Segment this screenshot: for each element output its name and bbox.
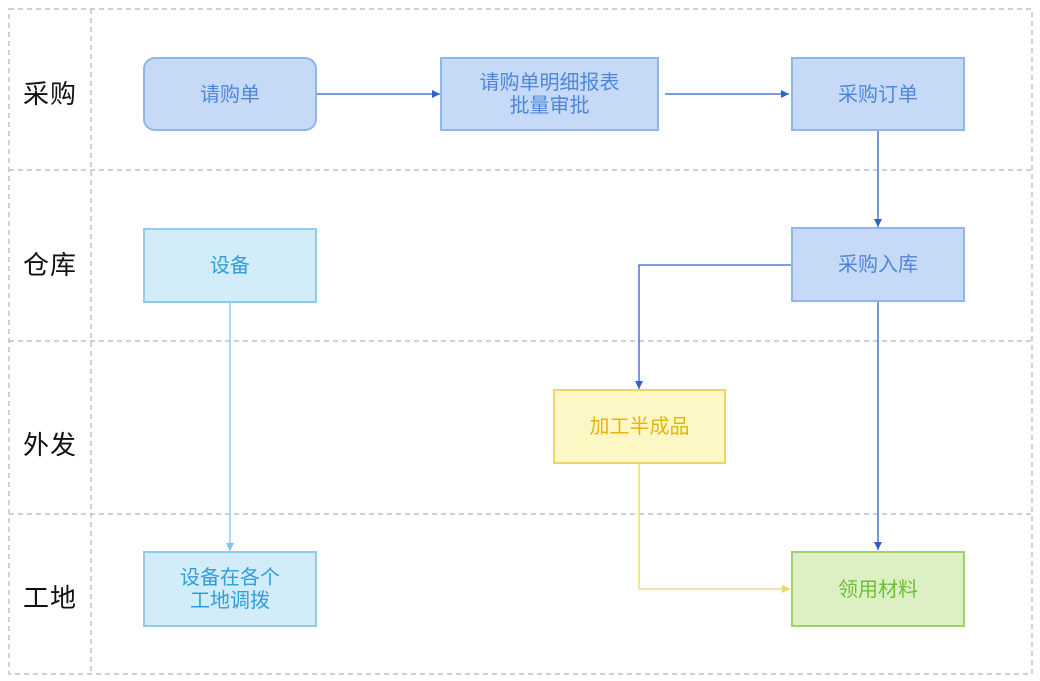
node-material-requisition[interactable]: 领用材料 <box>791 551 965 627</box>
connectors <box>226 90 882 593</box>
lane-label-warehouse: 仓库 <box>22 251 77 281</box>
lane-grid <box>8 8 1033 675</box>
node-requisition-report[interactable]: 请购单明细报表 批量审批 <box>440 57 659 131</box>
node-semi-finished[interactable]: 加工半成品 <box>553 389 726 464</box>
node-purchase-inbound[interactable]: 采购入库 <box>791 227 965 302</box>
lane-label-site: 工地 <box>22 584 77 614</box>
node-equipment-transfer[interactable]: 设备在各个 工地调拨 <box>143 551 317 627</box>
node-purchase-order[interactable]: 采购订单 <box>791 57 965 131</box>
node-equipment[interactable]: 设备 <box>143 228 317 303</box>
arrow-inbound-to-semi <box>635 264 791 389</box>
lane-label-outsourcing: 外发 <box>22 431 77 461</box>
lane-label-purchase: 采购 <box>22 80 77 110</box>
node-requisition[interactable]: 请购单 <box>143 57 317 131</box>
arrow-semi-to-material <box>638 464 790 593</box>
